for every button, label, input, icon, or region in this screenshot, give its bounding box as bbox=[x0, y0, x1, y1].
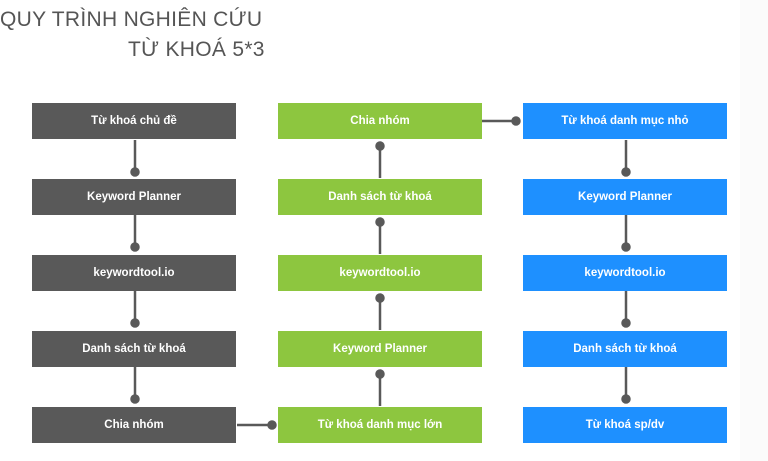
middle-node-keyword-list: Danh sách từ khoá bbox=[278, 179, 482, 215]
right-node-keyword-planner: Keyword Planner bbox=[523, 179, 727, 215]
connector-dot bbox=[130, 318, 140, 328]
connector-dot bbox=[375, 369, 385, 379]
middle-node-keywordtool: keywordtool.io bbox=[278, 255, 482, 291]
connector-dot bbox=[130, 242, 140, 252]
connector-dot bbox=[375, 217, 385, 227]
left-node-keyword-planner: Keyword Planner bbox=[32, 179, 236, 215]
connector-dot bbox=[511, 116, 521, 126]
left-node-keywordtool: keywordtool.io bbox=[32, 255, 236, 291]
connector-dot bbox=[621, 318, 631, 328]
middle-node-grouping: Chia nhóm bbox=[278, 103, 482, 139]
connector-dot bbox=[130, 394, 140, 404]
connector-dot bbox=[375, 141, 385, 151]
connector-dot bbox=[621, 242, 631, 252]
right-node-product-service-keywords: Từ khoá sp/dv bbox=[523, 407, 727, 443]
diagram-title-line1: QUY TRÌNH NGHIÊN CỨU bbox=[0, 8, 263, 31]
page-edge bbox=[740, 0, 768, 461]
left-node-keyword-list: Danh sách từ khoá bbox=[32, 331, 236, 367]
connector-dot bbox=[621, 394, 631, 404]
connector-dot bbox=[375, 293, 385, 303]
connector-dot bbox=[130, 167, 140, 177]
middle-node-major-category-keywords: Từ khoá danh mục lớn bbox=[278, 407, 482, 443]
left-node-grouping: Chia nhóm bbox=[32, 407, 236, 443]
connector-dot bbox=[267, 420, 277, 430]
connector-dot bbox=[621, 167, 631, 177]
right-node-keyword-list: Danh sách từ khoá bbox=[523, 331, 727, 367]
right-node-keywordtool: keywordtool.io bbox=[523, 255, 727, 291]
left-node-topic-keywords: Từ khoá chủ đề bbox=[32, 103, 236, 139]
right-node-minor-category-keywords: Từ khoá danh mục nhỏ bbox=[523, 103, 727, 139]
diagram-title-line2: TỪ KHOÁ 5*3 bbox=[128, 38, 265, 61]
middle-node-keyword-planner: Keyword Planner bbox=[278, 331, 482, 367]
